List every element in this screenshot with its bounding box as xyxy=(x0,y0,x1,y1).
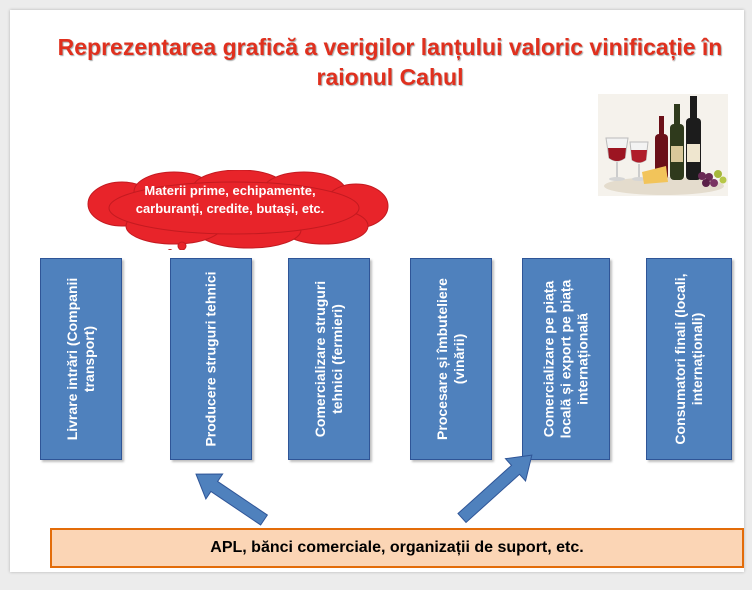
support-bar: APL, bănci comerciale, organizații de su… xyxy=(50,528,744,568)
inputs-cloud-text: Materii prime, echipamente, carburanți, … xyxy=(135,183,325,216)
stage-label: Producere struguri tehnici xyxy=(202,271,219,447)
stage-processing-bottling: Procesare și îmbuteliere (vinării) xyxy=(410,258,492,460)
left-up-arrow-icon xyxy=(195,473,269,526)
wine-photo xyxy=(598,94,728,196)
stage-final-consumers: Consumatori finali (locali, internaționa… xyxy=(646,258,732,460)
stage-grape-marketing: Comercializare struguri tehnici (fermier… xyxy=(288,258,370,460)
slide: Reprezentarea grafică a verigilor lanțul… xyxy=(10,10,744,572)
stage-grape-production: Producere struguri tehnici xyxy=(170,258,252,460)
stage-label: Consumatori finali (locali, internaționa… xyxy=(672,273,705,445)
slide-title: Reprezentarea grafică a verigilor lanțul… xyxy=(57,34,723,90)
inputs-cloud-shape xyxy=(87,170,389,250)
stage-label: Livrare intrări (Companii transport) xyxy=(64,277,97,441)
support-text: APL, bănci comerciale, organizații de su… xyxy=(210,539,584,556)
stage-market-export: Comercializare pe piața locală și export… xyxy=(522,258,610,460)
stage-label: Comercializare struguri tehnici (fermier… xyxy=(312,280,345,438)
stage-label: Procesare și îmbuteliere (vinării) xyxy=(434,278,467,440)
stage-label: Comercializare pe piața locală și export… xyxy=(540,279,591,439)
stage-input-delivery: Livrare intrări (Companii transport) xyxy=(40,258,122,460)
